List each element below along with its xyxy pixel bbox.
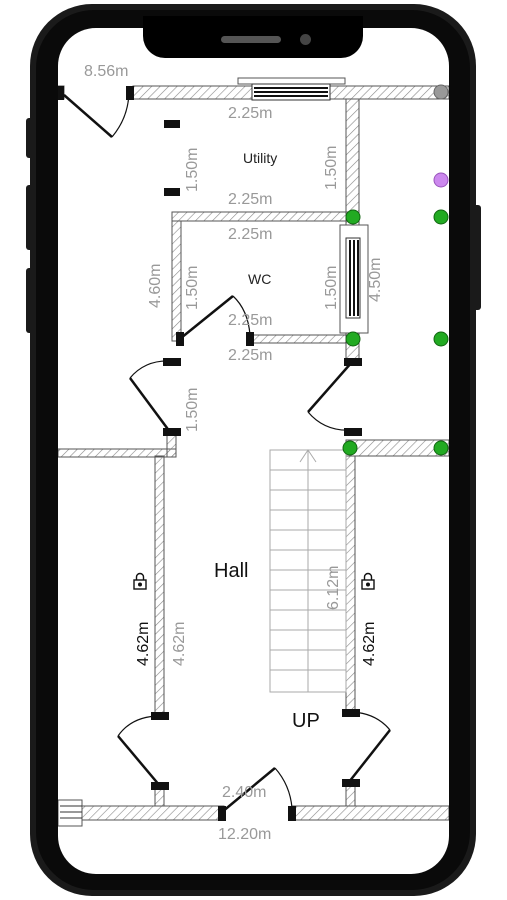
dim-wc-outer-left: 4.60m — [147, 264, 164, 308]
sensor-purple[interactable] — [433, 172, 449, 188]
room-hall: Hall — [214, 560, 248, 582]
bottom-left-window — [58, 799, 83, 827]
door-jambs — [58, 86, 362, 821]
dim-entrance: 2.40m — [222, 784, 266, 801]
dim-right-side: 4.50m — [367, 258, 384, 302]
power-button[interactable] — [473, 205, 481, 310]
doors — [63, 92, 391, 813]
dim-hall-right-outer: 4.62m — [361, 622, 378, 666]
dim-utility-left: 1.50m — [184, 148, 201, 192]
sensor-green-2[interactable] — [433, 209, 449, 225]
dim-wc-bottom-inner: 2.25m — [228, 312, 272, 329]
dim-stairs: 6.12m — [325, 566, 342, 610]
top-window — [237, 77, 346, 101]
dim-wc-right: 1.50m — [323, 266, 340, 310]
sensor-green-6[interactable] — [433, 440, 449, 456]
speaker — [221, 36, 281, 43]
dim-utility-top: 2.25m — [228, 105, 272, 122]
dim-hall-left-outer: 4.62m — [135, 622, 152, 666]
sensors[interactable] — [342, 84, 449, 456]
dim-bottom-total: 12.20m — [218, 826, 271, 843]
staircase — [269, 449, 347, 693]
room-wc: WC — [248, 271, 271, 287]
wc-window — [339, 224, 369, 334]
sensor-top-right[interactable] — [433, 84, 449, 100]
sensor-green-5[interactable] — [342, 440, 358, 456]
sensor-green-1[interactable] — [345, 209, 361, 225]
sensor-green-4[interactable] — [433, 331, 449, 347]
dim-utility-bottom: 2.25m — [228, 191, 272, 208]
dim-wc-left: 1.50m — [184, 266, 201, 310]
sensor-green-3[interactable] — [345, 331, 361, 347]
lock-icon[interactable] — [133, 572, 147, 590]
dim-utility-right: 1.50m — [323, 146, 340, 190]
room-utility: Utility — [243, 150, 277, 166]
stairs-up-label: UP — [292, 710, 320, 732]
dim-wc-bottom: 2.25m — [228, 347, 272, 364]
dim-top-left: 8.56m — [84, 63, 128, 80]
dim-passage: 1.50m — [184, 388, 201, 432]
camera — [300, 34, 311, 45]
dim-hall-left-inner: 4.62m — [171, 622, 188, 666]
lock-icon[interactable] — [361, 572, 375, 590]
dim-wc-top: 2.25m — [228, 226, 272, 243]
